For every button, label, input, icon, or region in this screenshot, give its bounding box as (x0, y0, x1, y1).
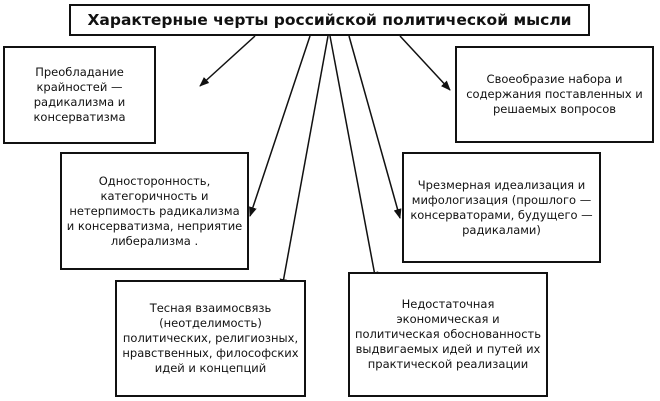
box-interconnection: Тесная взаимосвязь (неотделимость) полит… (115, 280, 306, 397)
arrow-to-insufficiency (329, 35, 379, 282)
arrow-to-idealization (348, 35, 402, 219)
diagram-title: Характерные черты российской политическо… (69, 4, 590, 36)
arrow-to-extremes (199, 35, 256, 87)
arrow-to-one-sidedness (249, 35, 311, 217)
arrow-to-interconnection (279, 35, 329, 289)
box-idealization: Чрезмерная идеализация и мифологизация (… (402, 152, 601, 263)
arrow-to-uniqueness (399, 35, 451, 91)
box-one-sidedness: Односторонность, категоричность и нетерп… (60, 152, 249, 270)
box-uniqueness: Своеобразие набора и содержания поставле… (455, 46, 654, 143)
box-insufficiency: Недостаточная экономическая и политическ… (348, 272, 548, 397)
box-extremes: Преобладание крайностей — радикализма и … (3, 46, 156, 144)
